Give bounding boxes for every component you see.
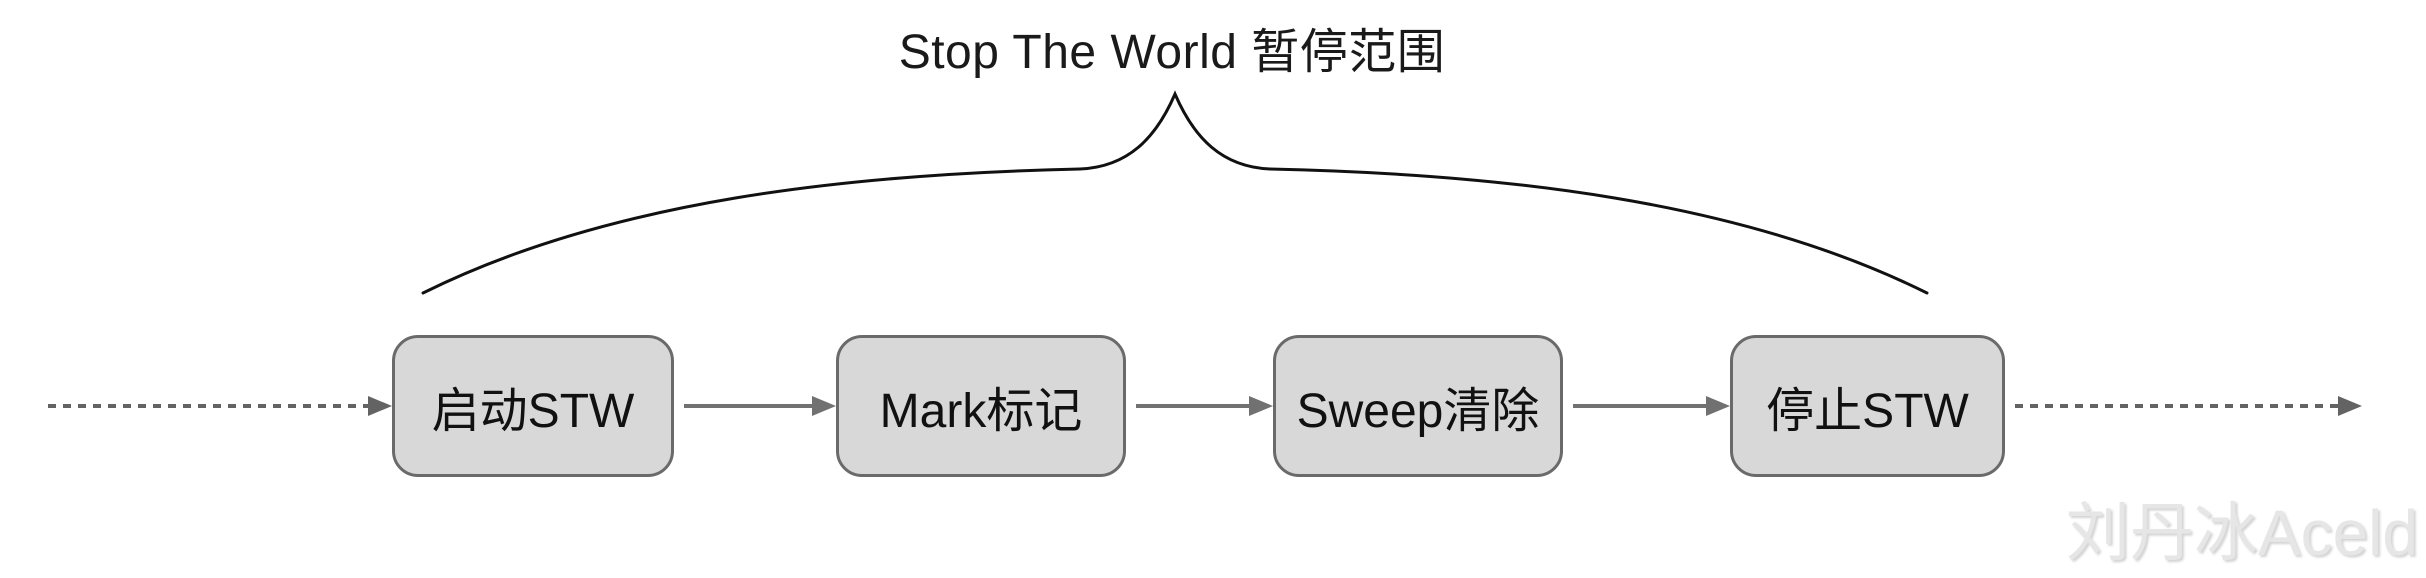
arrowhead-start-to-mark — [812, 396, 836, 416]
diagram-title: Stop The World 暂停范围 — [898, 26, 1446, 79]
flow-node-label: Sweep清除 — [1296, 385, 1540, 438]
flow-node-stop-stw: 停止STW — [1730, 335, 2005, 477]
arrowhead-timeline-right — [2338, 396, 2362, 416]
arrowhead-into-start-stw — [368, 396, 392, 416]
watermark: 刘丹冰Aceld — [2065, 497, 2418, 569]
flow-node-label: 启动STW — [431, 385, 635, 438]
flow-node-start-stw: 启动STW — [392, 335, 674, 477]
arrowhead-mark-to-sweep — [1249, 396, 1273, 416]
arrowhead-sweep-to-stop — [1706, 396, 1730, 416]
flow-node-label: Mark标记 — [879, 385, 1083, 438]
flow-node-label: 停止STW — [1766, 385, 1969, 438]
flow-node-sweep: Sweep清除 — [1273, 335, 1563, 477]
flow-node-mark: Mark标记 — [836, 335, 1126, 477]
brace-curve — [421, 90, 1929, 295]
